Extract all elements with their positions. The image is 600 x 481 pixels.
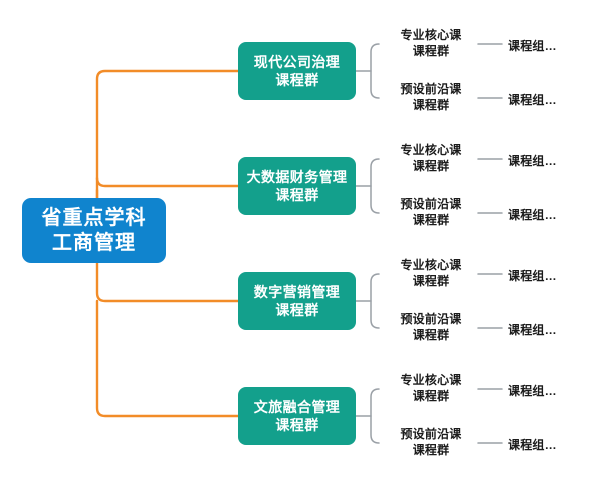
leaf-label-4-1[interactable]: 专业核心课 课程群 bbox=[385, 373, 477, 404]
branch-node-4-line2: 课程群 bbox=[275, 417, 319, 433]
leaf-label-3-2[interactable]: 预设前沿课 课程群 bbox=[385, 312, 477, 343]
trunk-branch-1 bbox=[95, 69, 240, 232]
root-node[interactable]: 省重点学科 工商管理 bbox=[22, 198, 166, 263]
leaf-label-3-2-line2: 课程群 bbox=[412, 327, 450, 342]
leaf-label-3-2-line1: 预设前沿课 bbox=[400, 312, 462, 326]
tail-label-1-1[interactable]: 课程组… bbox=[508, 39, 557, 53]
leaf-label-4-2[interactable]: 预设前沿课 课程群 bbox=[385, 427, 477, 458]
leaf-label-2-1-line2: 课程群 bbox=[412, 158, 450, 173]
bracket-1 bbox=[370, 43, 380, 99]
leaf-label-4-2-line1: 预设前沿课 bbox=[400, 427, 462, 441]
bracket-2 bbox=[370, 158, 380, 214]
leaf-label-4-2-line2: 课程群 bbox=[412, 442, 450, 457]
branch-node-2-line1: 大数据财务管理 bbox=[246, 168, 348, 185]
leaf-label-2-1-line1: 专业核心课 bbox=[400, 143, 462, 157]
leaf-label-1-1-line2: 课程群 bbox=[412, 43, 450, 58]
tail-label-2-1[interactable]: 课程组… bbox=[508, 154, 557, 168]
leaf-label-2-2-line1: 预设前沿课 bbox=[400, 197, 462, 211]
bracket-4 bbox=[370, 388, 380, 444]
tail-label-1-2[interactable]: 课程组… bbox=[508, 93, 557, 107]
tail-label-3-2[interactable]: 课程组… bbox=[508, 323, 557, 337]
root-node-line2: 工商管理 bbox=[52, 231, 136, 254]
bracket-3 bbox=[370, 273, 380, 329]
leaf-label-1-1-line1: 专业核心课 bbox=[400, 28, 462, 42]
leaf-label-4-1-line1: 专业核心课 bbox=[400, 373, 462, 387]
leaf-label-1-2-line1: 预设前沿课 bbox=[400, 82, 462, 96]
leaf-label-2-2-line2: 课程群 bbox=[412, 212, 450, 227]
branch-node-4-line1: 文旅融合管理 bbox=[253, 398, 341, 415]
branch-node-1-line1: 现代公司治理 bbox=[253, 53, 341, 70]
root-node-line1: 省重点学科 bbox=[41, 206, 147, 229]
branch-node-2[interactable]: 大数据财务管理 课程群 bbox=[238, 157, 356, 215]
leaf-label-1-1[interactable]: 专业核心课 课程群 bbox=[385, 28, 477, 59]
leaf-label-4-1-line2: 课程群 bbox=[412, 388, 450, 403]
trunk-branch-2 bbox=[95, 176, 240, 188]
branch-node-1[interactable]: 现代公司治理 课程群 bbox=[238, 42, 356, 100]
leaf-label-1-2[interactable]: 预设前沿课 课程群 bbox=[385, 82, 477, 113]
leaf-label-1-2-line2: 课程群 bbox=[412, 97, 450, 112]
leaf-label-2-1[interactable]: 专业核心课 课程群 bbox=[385, 143, 477, 174]
tail-label-4-2[interactable]: 课程组… bbox=[508, 438, 557, 452]
branch-node-3-line2: 课程群 bbox=[275, 302, 319, 318]
leaf-label-3-1-line1: 专业核心课 bbox=[400, 258, 462, 272]
branch-node-3[interactable]: 数字营销管理 课程群 bbox=[238, 272, 356, 330]
branch-node-4[interactable]: 文旅融合管理 课程群 bbox=[238, 387, 356, 445]
trunk-branch-4 bbox=[95, 299, 240, 418]
leaf-label-3-1[interactable]: 专业核心课 课程群 bbox=[385, 258, 477, 289]
trunk-branch-3 bbox=[95, 228, 240, 303]
tail-label-2-2[interactable]: 课程组… bbox=[508, 208, 557, 222]
tail-label-3-1[interactable]: 课程组… bbox=[508, 269, 557, 283]
leaf-label-2-2[interactable]: 预设前沿课 课程群 bbox=[385, 197, 477, 228]
branch-node-1-line2: 课程群 bbox=[275, 72, 319, 88]
leaf-label-3-1-line2: 课程群 bbox=[412, 273, 450, 288]
tail-label-4-1[interactable]: 课程组… bbox=[508, 384, 557, 398]
branch-node-3-line1: 数字营销管理 bbox=[253, 283, 341, 300]
branch-node-2-line2: 课程群 bbox=[275, 187, 319, 203]
